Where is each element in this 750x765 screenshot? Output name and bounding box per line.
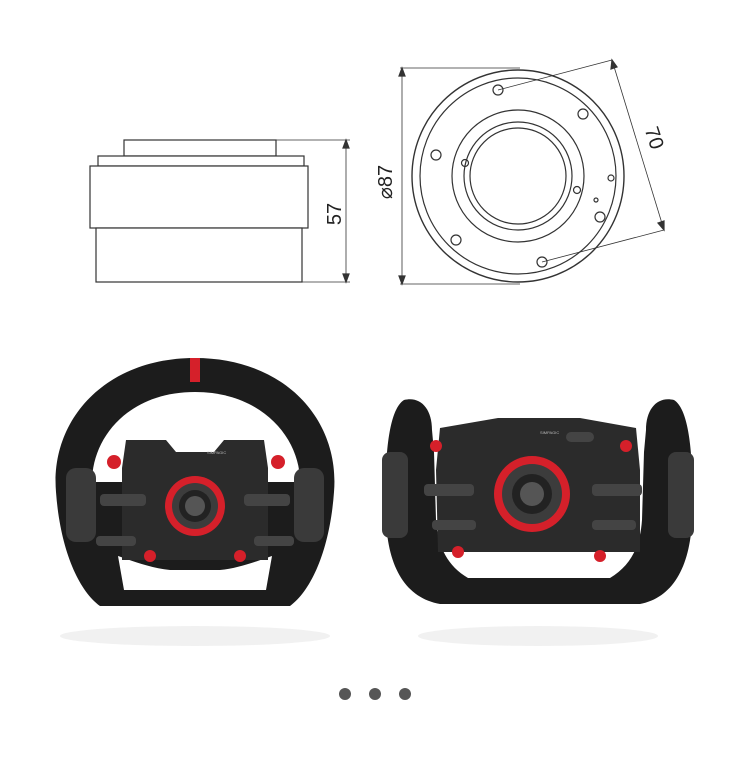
diameter-dimension-label: ⌀87 [375,165,397,199]
left-wheel-brand: SIMPAGIC [207,450,226,455]
height-dimension-label: 57 [324,203,346,225]
carousel-pagination [0,688,750,700]
round-steering-wheel: SIMPAGIC [55,358,335,646]
bolt-circle-dimension-label: 70 [640,124,668,152]
carousel-dot[interactable] [369,688,381,700]
right-wheel-brand: SIMPAGIC [540,430,559,435]
hub-side-view [89,138,350,284]
carousel-dot[interactable] [399,688,411,700]
hub-front-view [398,58,665,286]
formula-steering-wheel: SIMPAGIC [382,399,694,646]
carousel-dot[interactable] [339,688,351,700]
